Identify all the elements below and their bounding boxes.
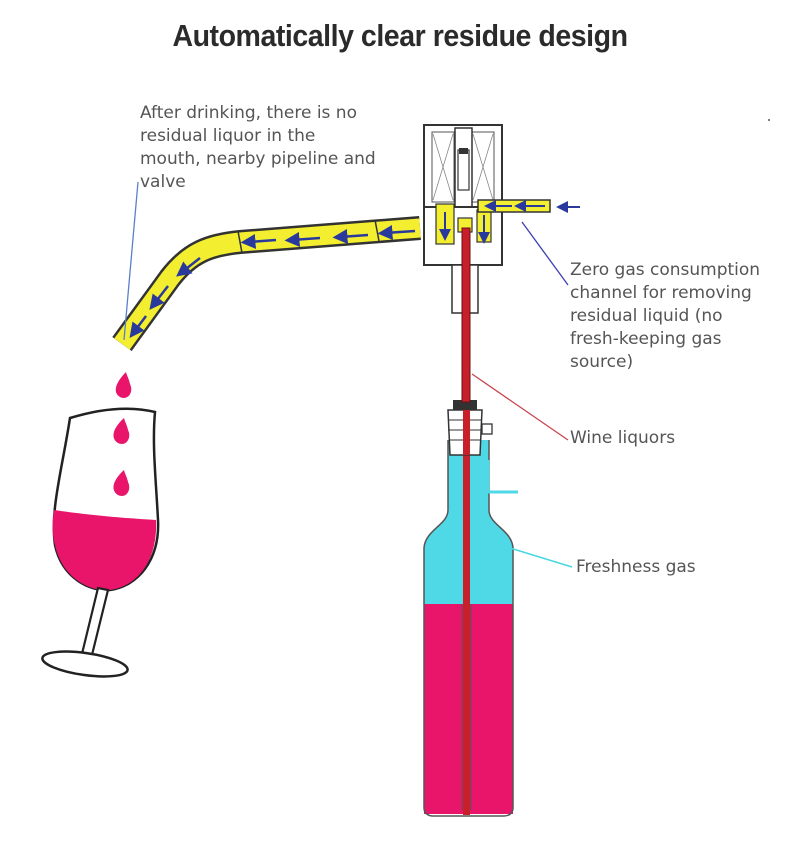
page-title: Automatically clear residue design [172, 18, 628, 53]
flow-arrow [284, 231, 321, 247]
wine-bottle [423, 400, 518, 817]
label-line: fresh-keeping gas [570, 329, 722, 349]
wine-drop [113, 470, 130, 496]
leader-zero-gas [521, 221, 569, 286]
flow-arrow [176, 257, 201, 277]
flow-arrow [240, 233, 277, 249]
valve-head [423, 124, 580, 314]
label-line: Freshness gas [576, 557, 696, 577]
label-line: residual liquor in the [140, 126, 316, 146]
flow-arrow [377, 225, 416, 240]
label-line: Zero gas consumption [570, 260, 761, 280]
label-line: residual liquid (no [570, 306, 723, 326]
dip-tube [463, 430, 470, 815]
gas-side-tube [486, 460, 518, 494]
wine-drop [115, 372, 132, 398]
spout-pipe [112, 216, 421, 352]
label-line: valve [140, 172, 186, 192]
leader-wine [471, 373, 569, 441]
flow-arrow [129, 315, 147, 338]
leader-residue [123, 181, 139, 341]
label-line: mouth, nearby pipeline and [140, 149, 376, 169]
label-line: After drinking, there is no [140, 103, 357, 123]
wine-drop [113, 418, 130, 444]
label-fresh-gas: Freshness gas [576, 556, 696, 579]
label-line: channel for removing [570, 283, 752, 303]
label-line: Wine liquors [570, 428, 676, 448]
leader-gas [509, 547, 573, 568]
flow-arrow [149, 285, 169, 310]
bottle-stopper [453, 400, 477, 410]
label-wine: Wine liquors [570, 427, 675, 450]
label-zero-gas: Zero gas consumption channel for removin… [570, 259, 760, 374]
label-residue: After drinking, there is no residual liq… [140, 102, 376, 194]
wine-glass [41, 372, 160, 678]
label-line: source) [570, 352, 634, 372]
wine-tube [461, 227, 471, 403]
glass-base [41, 650, 129, 678]
flow-arrow [332, 228, 369, 244]
glass-wine [52, 510, 157, 591]
